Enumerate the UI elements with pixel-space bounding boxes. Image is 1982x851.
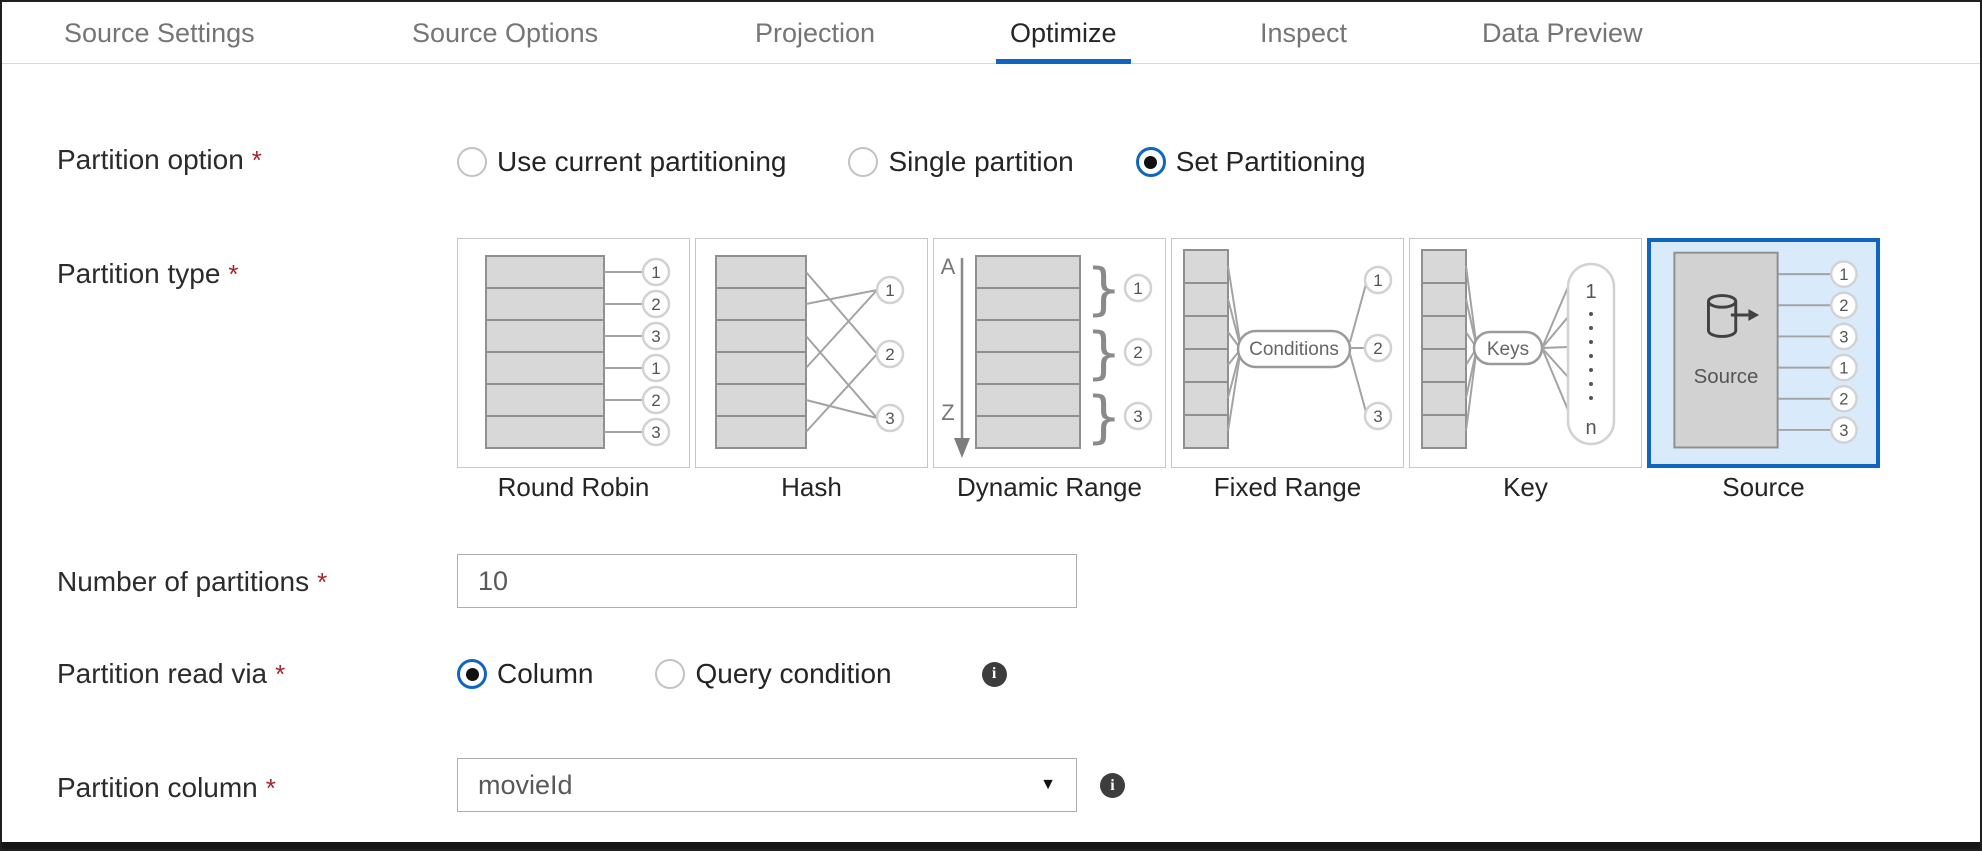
tab-projection[interactable]: Projection xyxy=(755,17,876,48)
radio-single-partition[interactable]: Single partition xyxy=(848,146,1074,178)
tab-inspect[interactable]: Inspect xyxy=(1260,17,1348,48)
partition-column-label: Partition column* xyxy=(57,772,276,803)
radio-circle[interactable] xyxy=(457,147,487,177)
svg-text:2: 2 xyxy=(1839,296,1848,315)
svg-text:2: 2 xyxy=(651,391,660,410)
card-key[interactable]: Keys 1 n xyxy=(1409,238,1642,468)
svg-text:Conditions: Conditions xyxy=(1249,339,1339,360)
card-label-hash: Hash xyxy=(781,472,842,502)
tab-optimize[interactable]: Optimize xyxy=(996,2,1131,64)
svg-text:3: 3 xyxy=(1133,407,1142,426)
round-robin-diagram: 1 2 3 1 2 3 xyxy=(485,255,671,449)
card-label-round-robin: Round Robin xyxy=(497,472,650,502)
svg-text:3: 3 xyxy=(651,423,660,442)
partition-option-group: Use current partitioning Single partitio… xyxy=(457,140,1366,184)
card-dynamic-range[interactable]: A Z } } } 1 2 3 xyxy=(933,238,1166,468)
card-label-dynamic-range: Dynamic Range xyxy=(957,472,1142,502)
svg-text:1: 1 xyxy=(1133,279,1142,298)
card-round-robin[interactable]: 1 2 3 1 2 3 xyxy=(457,238,690,468)
svg-text:1: 1 xyxy=(1585,281,1596,303)
database-export-icon xyxy=(1707,294,1760,338)
required-asterisk: * xyxy=(228,259,239,289)
dynamic-range-diagram: A Z } } } 1 2 3 xyxy=(941,254,1153,458)
fixed-range-diagram: Conditions 1 2 3 xyxy=(1183,249,1393,449)
svg-text:Source: Source xyxy=(1694,365,1759,388)
tab-data-preview[interactable]: Data Preview xyxy=(1482,17,1643,48)
required-asterisk: * xyxy=(265,773,276,803)
svg-text:1: 1 xyxy=(651,359,660,378)
svg-text:1: 1 xyxy=(651,263,660,282)
radio-circle[interactable] xyxy=(848,147,879,177)
key-diagram: Keys 1 n xyxy=(1421,249,1616,449)
svg-text:3: 3 xyxy=(1373,407,1382,426)
required-asterisk: * xyxy=(317,567,328,597)
svg-text:}: } xyxy=(1086,321,1122,386)
svg-text:2: 2 xyxy=(885,345,894,364)
svg-text:A: A xyxy=(941,254,956,279)
svg-text:1: 1 xyxy=(1839,265,1848,284)
svg-text:n: n xyxy=(1585,417,1596,439)
partition-type-cards: 1 2 3 1 2 3 1 xyxy=(457,238,1880,468)
svg-text:2: 2 xyxy=(1373,339,1382,358)
card-fixed-range[interactable]: Conditions 1 2 3 xyxy=(1171,238,1404,468)
card-label-source: Source xyxy=(1722,472,1805,502)
partition-type-label: Partition type* xyxy=(57,258,239,289)
source-diagram: Source 1 2 3 1 2 3 xyxy=(1673,251,1858,449)
svg-text:1: 1 xyxy=(1839,358,1848,377)
svg-text:2: 2 xyxy=(651,295,660,314)
svg-text:Z: Z xyxy=(941,400,954,425)
card-source[interactable]: Source 1 2 3 1 2 3 xyxy=(1647,238,1880,468)
info-icon[interactable]: i xyxy=(1100,773,1125,798)
partition-read-via-group: Column Query condition i xyxy=(457,652,1007,696)
hash-diagram: 1 2 3 xyxy=(715,255,905,449)
svg-text:}: } xyxy=(1086,257,1122,322)
tab-source-options[interactable]: Source Options xyxy=(412,17,599,48)
radio-circle-checked[interactable] xyxy=(457,659,487,689)
svg-text:1: 1 xyxy=(885,281,894,300)
radio-circle-checked[interactable] xyxy=(1135,147,1166,177)
svg-text:3: 3 xyxy=(1839,327,1848,346)
partition-type-card-labels: Round Robin Hash Dynamic Range Fixed Ran… xyxy=(457,472,1880,503)
required-asterisk: * xyxy=(251,145,262,175)
radio-circle[interactable] xyxy=(655,659,686,689)
svg-text:}: } xyxy=(1086,385,1122,450)
radio-query-condition[interactable]: Query condition xyxy=(655,658,892,690)
required-asterisk: * xyxy=(275,659,286,689)
radio-use-current-partitioning[interactable]: Use current partitioning xyxy=(457,146,786,178)
svg-text:1: 1 xyxy=(1373,271,1382,290)
radio-set-partitioning[interactable]: Set Partitioning xyxy=(1135,146,1366,178)
card-label-fixed-range: Fixed Range xyxy=(1213,472,1362,502)
svg-text:3: 3 xyxy=(651,327,660,346)
svg-text:2: 2 xyxy=(1133,343,1142,362)
svg-text:3: 3 xyxy=(885,409,894,428)
svg-text:3: 3 xyxy=(1839,421,1848,440)
tab-source-settings[interactable]: Source Settings xyxy=(64,17,255,48)
number-of-partitions-label: Number of partitions* xyxy=(57,566,328,597)
partition-column-dropdown[interactable]: movieId ▼ xyxy=(457,758,1077,812)
card-label-key: Key xyxy=(1503,472,1548,502)
number-of-partitions-input[interactable]: 10 xyxy=(457,554,1077,608)
info-icon[interactable]: i xyxy=(981,661,1007,687)
tab-bar: Source Settings Source Options Projectio… xyxy=(2,2,1980,64)
chevron-down-icon: ▼ xyxy=(1040,776,1056,793)
bottom-border-bar xyxy=(2,842,1980,849)
partition-read-via-label: Partition read via* xyxy=(57,658,286,689)
radio-column[interactable]: Column xyxy=(457,658,593,690)
card-hash[interactable]: 1 2 3 xyxy=(695,238,928,468)
svg-text:2: 2 xyxy=(1839,390,1848,409)
partition-option-label: Partition option* xyxy=(57,144,262,175)
svg-text:Keys: Keys xyxy=(1487,339,1529,360)
